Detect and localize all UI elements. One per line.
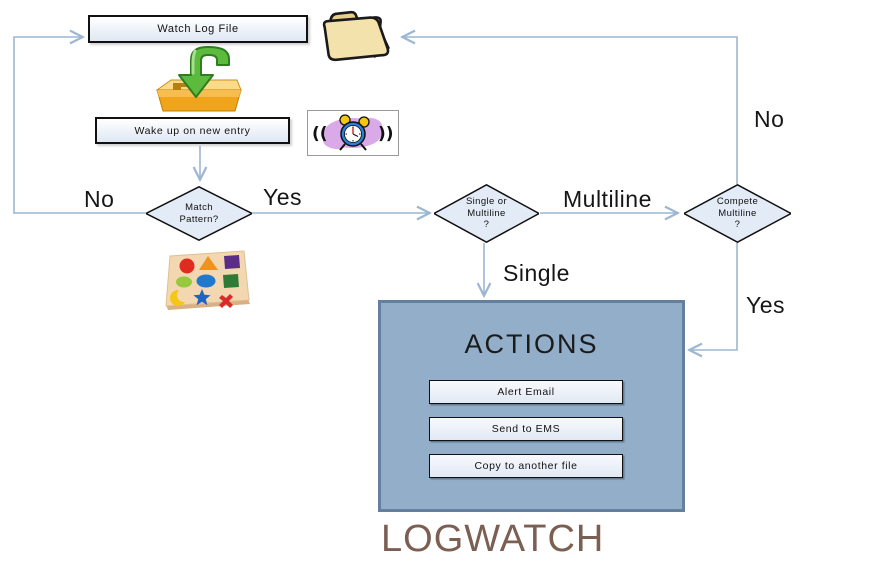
edge-label-single: Single — [503, 260, 570, 286]
watch-log-file-node: Watch Log File — [88, 15, 308, 43]
edge-label-no-right: No — [754, 106, 785, 132]
wake-up-node: Wake up on new entry — [95, 117, 290, 144]
compete-multiline-label: Compete Multiline ? — [716, 195, 759, 231]
alarm-clock-icon: (( )) — [307, 110, 399, 156]
compete-multiline-node: Compete Multiline ? — [684, 184, 791, 243]
svg-text:)): )) — [378, 124, 394, 144]
edge-no-return-to-watch — [13, 37, 146, 214]
match-pattern-node: Match Pattern? — [146, 186, 252, 241]
edge-label-multiline: Multiline — [563, 186, 652, 212]
single-or-multiline-label: Single or Multiline ? — [465, 195, 508, 231]
actions-title: ACTIONS — [464, 329, 599, 359]
action-copy-to-file: Copy to another file — [429, 454, 623, 478]
svg-text:((: (( — [312, 124, 328, 144]
single-or-multiline-node: Single or Multiline ? — [434, 184, 539, 243]
page-title: LOGWATCH — [381, 518, 605, 560]
watch-log-file-label: Watch Log File — [157, 23, 239, 35]
action-alert-email: Alert Email — [429, 380, 623, 404]
edge-compete-yes-to-actions — [690, 243, 738, 350]
match-pattern-label: Match Pattern? — [179, 201, 219, 225]
edge-label-no-left: No — [84, 186, 115, 212]
download-inbox-icon — [147, 44, 251, 114]
edge-label-yes-left: Yes — [263, 184, 303, 210]
edge-compete-no-to-folder — [403, 37, 738, 184]
wake-up-label: Wake up on new entry — [134, 124, 251, 137]
action-send-to-ems: Send to EMS — [429, 417, 623, 441]
actions-container: ACTIONS Alert Email Send to EMS Copy to … — [378, 300, 685, 512]
shape-puzzle-icon — [153, 243, 258, 315]
edge-label-yes-right: Yes — [746, 292, 786, 318]
open-folder-icon — [316, 7, 400, 65]
